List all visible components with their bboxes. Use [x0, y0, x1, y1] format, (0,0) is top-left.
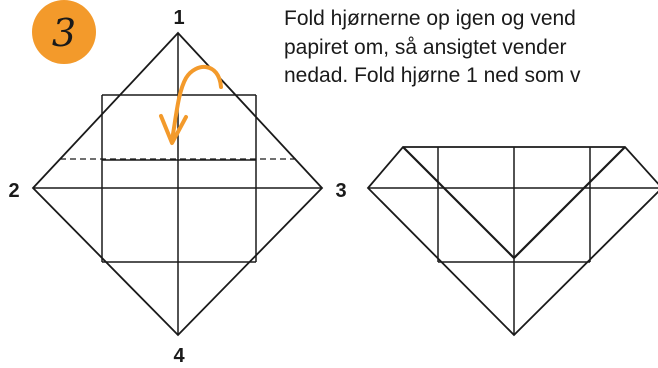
- instruction-text: Fold hjørnerne op igen og vend papiret o…: [284, 5, 658, 91]
- shape-inner-v-left: [402, 146, 515, 259]
- fold-arrow-curve: [170, 64, 223, 142]
- shape-outline: [366, 146, 658, 337]
- corner-label-bottom: 4: [173, 345, 185, 367]
- step-badge-circle: [32, 0, 96, 64]
- step-badge: 3: [32, 0, 96, 64]
- right-shape: [366, 146, 658, 337]
- instruction-line-3: nedad. Fold hjørne 1 ned som v: [284, 64, 581, 87]
- left-diamond: [31, 31, 324, 337]
- instruction-line-1: Fold hjørnerne op igen og vend: [284, 7, 576, 30]
- instruction-line-2: papiret om, så ansigtet vender: [284, 35, 567, 59]
- shape-inner-v-right: [513, 146, 626, 259]
- fold-arrow-head: [159, 114, 188, 145]
- corner-label-top: 1: [173, 7, 184, 29]
- corner-label-right: 3: [335, 180, 346, 202]
- fold-arrow: [159, 64, 223, 145]
- corner-label-left: 2: [8, 180, 19, 202]
- step-number: 3: [52, 11, 76, 55]
